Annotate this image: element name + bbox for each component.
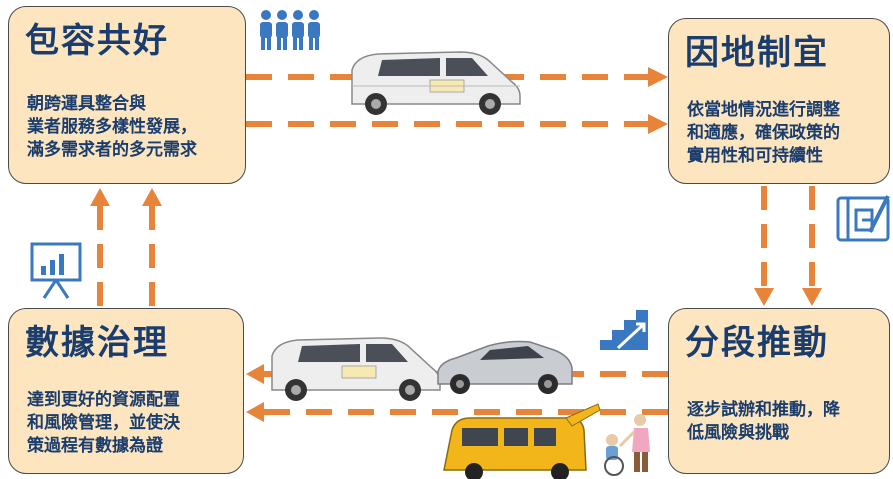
arrow-top-lower [246,114,668,134]
arrow-bottom-lower [246,402,668,422]
silver-sedan [437,340,573,394]
inclusive-box: 包容共好 朝跨運具整合與 業者服務多樣性發展， 滿多需求者的多元需求 [8,6,246,184]
arrow-right-right [802,186,822,306]
arrow-top-upper [246,67,668,87]
local-text: 依當地情況進行調整 和適應，確保政策的 實用性和可持續性 [687,99,840,168]
arrow-left-right [142,188,162,306]
presentation-chart-icon [30,242,82,299]
arrow-right-left [754,186,774,306]
blueprint-icon [836,195,890,242]
data-title: 數據治理 [25,323,169,363]
local-box: 因地制宜 依當地情況進行調整 和適應，確保政策的 實用性和可持續性 [668,18,890,184]
local-line: 和適應，確保政策的 [687,123,840,143]
inclusive-line: 業者服務多樣性發展， [27,117,197,137]
wheelchair-caregiver [604,414,650,476]
local-line: 實用性和可持續性 [687,146,823,166]
yellow-accessible-van [443,403,601,479]
inclusive-line: 滿多需求者的多元需求 [27,140,197,160]
data-line: 和風險管理，並使決 [27,413,180,433]
inclusive-title: 包容共好 [25,21,169,61]
data-line: 策過程有數據為證 [27,436,163,456]
phased-box: 分段推動 逐步試辦和推動，降 低風險與挑戰 [668,308,890,474]
white-van-bottom [271,337,441,401]
local-title: 因地制宜 [685,33,829,73]
arrow-left-left [90,188,110,306]
phased-line: 逐步試辦和推動，降 [687,400,840,420]
white-van-top [351,51,521,115]
data-text: 達到更好的資源配置 和風險管理，並使決 策過程有數據為證 [27,389,180,458]
phased-line: 低風險與挑戰 [687,423,789,443]
data-box: 數據治理 達到更好的資源配置 和風險管理，並使決 策過程有數據為證 [8,308,244,474]
local-line: 依當地情況進行調整 [687,100,840,120]
stairs-icon [600,310,648,350]
inclusive-line: 朝跨運具整合與 [27,94,146,114]
phased-title: 分段推動 [685,323,829,363]
inclusive-text: 朝跨運具整合與 業者服務多樣性發展， 滿多需求者的多元需求 [27,93,197,162]
phased-text: 逐步試辦和推動，降 低風險與挑戰 [687,399,840,445]
data-line: 達到更好的資源配置 [27,390,180,410]
people-icon [260,10,320,50]
